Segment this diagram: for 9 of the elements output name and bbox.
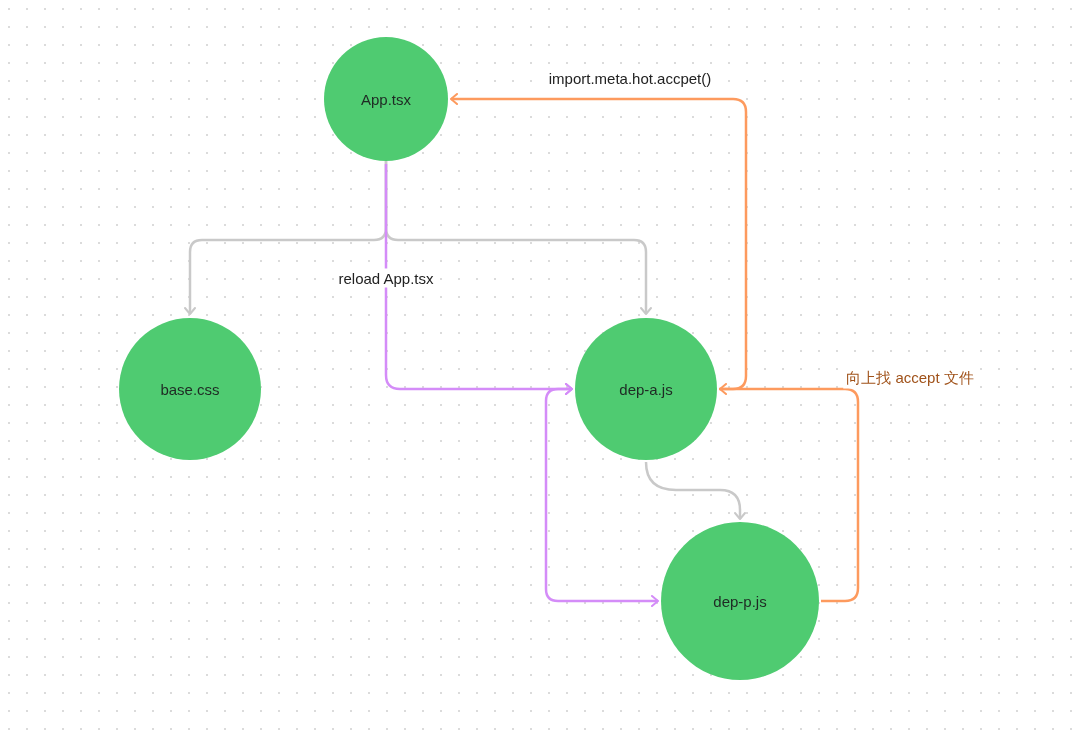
arrow <box>644 461 746 520</box>
arrow <box>544 383 659 607</box>
edge-label: 向上找 accept 文件 <box>843 367 977 389</box>
node-label: App.tsx <box>361 90 411 108</box>
node-label: dep-p.js <box>713 592 767 610</box>
arrow <box>450 93 748 391</box>
node-label: base.css <box>160 380 220 398</box>
node-label: dep-a.js <box>619 380 673 398</box>
arrow <box>719 383 860 603</box>
